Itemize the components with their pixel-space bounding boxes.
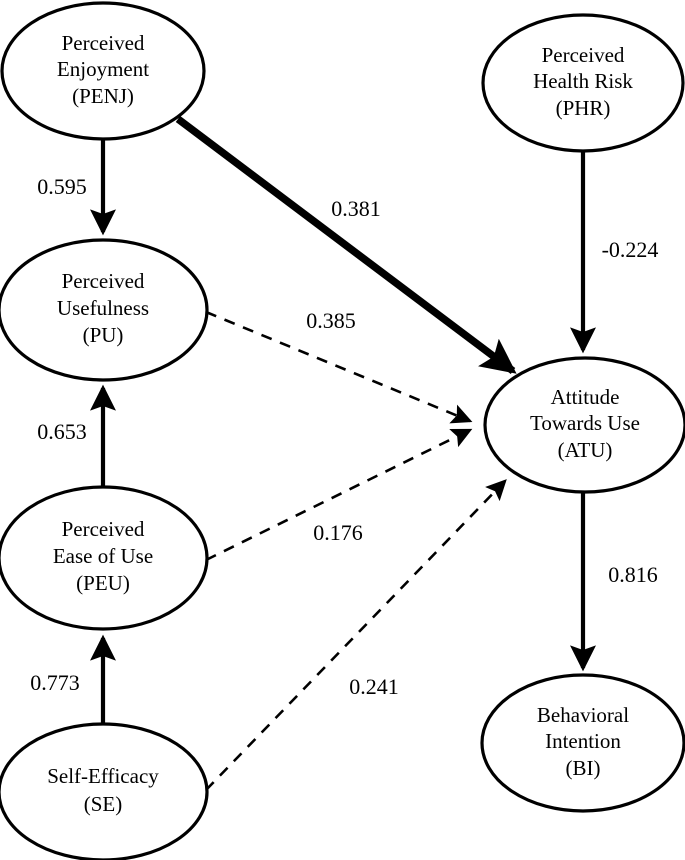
path-label-penj-to-atu: 0.381	[331, 196, 381, 221]
node-perceived-usefulness-line3: (PU)	[83, 323, 124, 347]
node-perceived-health-risk-line2: Health Risk	[533, 69, 633, 93]
node-perceived-health-risk-shape[interactable]	[481, 13, 685, 153]
edge-penj-to-atu-line	[175, 116, 517, 374]
node-attitude-towards-use-shape[interactable]	[483, 356, 685, 494]
node-attitude-towards-use-line3: (ATU)	[558, 438, 613, 462]
node-perceived-health-risk-line1: Perceived	[542, 43, 625, 67]
node-self-efficacy[interactable]: Self-Efficacy (SE)	[0, 722, 209, 860]
edge-pu-to-atu	[205, 310, 473, 424]
edge-peu-to-atu	[205, 428, 473, 562]
node-self-efficacy-line1: Self-Efficacy	[47, 764, 159, 788]
node-perceived-enjoyment-line2: Enjoyment	[57, 57, 149, 81]
node-perceived-usefulness-line1: Perceived	[62, 269, 145, 293]
node-self-efficacy-shape[interactable]	[0, 722, 209, 860]
node-perceived-health-risk-line3: (PHR)	[556, 96, 611, 120]
node-perceived-health-risk[interactable]: Perceived Health Risk (PHR)	[481, 13, 685, 153]
node-self-efficacy-line2: (SE)	[84, 792, 123, 816]
node-attitude-towards-use-line2: Towards Use	[530, 411, 640, 435]
path-label-se-to-peu: 0.773	[30, 670, 80, 695]
path-label-se-to-atu: 0.241	[349, 674, 399, 699]
node-perceived-enjoyment-line3: (PENJ)	[72, 84, 134, 108]
node-behavioral-intention[interactable]: Behavioral Intention (BI)	[480, 673, 685, 813]
node-perceived-usefulness-shape[interactable]	[0, 238, 209, 382]
edge-pu-to-atu-line	[205, 310, 473, 424]
node-attitude-towards-use-line1: Attitude	[551, 385, 620, 409]
node-behavioral-intention-line3: (BI)	[566, 756, 601, 780]
path-label-peu-to-pu: 0.653	[37, 419, 87, 444]
node-perceived-enjoyment-shape[interactable]	[0, 1, 206, 141]
path-label-phr-to-atu: -0.224	[602, 237, 659, 262]
node-attitude-towards-use[interactable]: Attitude Towards Use (ATU)	[483, 356, 685, 494]
node-perceived-usefulness-line2: Usefulness	[57, 296, 149, 320]
node-perceived-ease-of-use-line1: Perceived	[62, 517, 145, 541]
node-behavioral-intention-line1: Behavioral	[537, 703, 629, 727]
node-behavioral-intention-shape[interactable]	[480, 673, 685, 813]
edge-penj-to-atu	[175, 116, 517, 374]
path-label-peu-to-atu: 0.176	[313, 520, 363, 545]
path-label-atu-to-bi: 0.816	[608, 562, 658, 587]
node-perceived-ease-of-use-line2: Ease of Use	[53, 544, 153, 568]
path-label-penj-to-pu: 0.595	[37, 174, 87, 199]
node-perceived-enjoyment-line1: Perceived	[62, 31, 145, 55]
node-perceived-ease-of-use-shape[interactable]	[0, 485, 209, 631]
node-perceived-ease-of-use[interactable]: Perceived Ease of Use (PEU)	[0, 485, 209, 631]
path-label-pu-to-atu: 0.385	[306, 308, 356, 333]
edge-peu-to-atu-line	[205, 428, 473, 562]
node-perceived-usefulness[interactable]: Perceived Usefulness (PU)	[0, 238, 209, 382]
node-behavioral-intention-line2: Intention	[545, 729, 621, 753]
node-perceived-enjoyment[interactable]: Perceived Enjoyment (PENJ)	[0, 1, 206, 141]
node-perceived-ease-of-use-line3: (PEU)	[76, 571, 130, 595]
